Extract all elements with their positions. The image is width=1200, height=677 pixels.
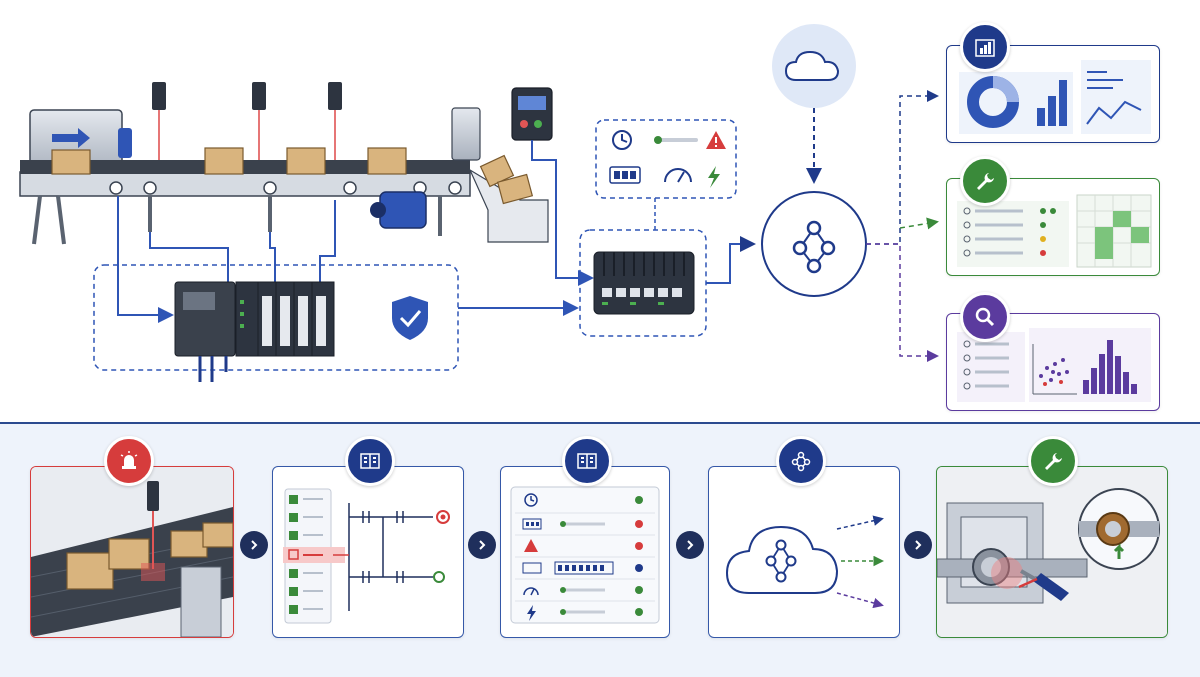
top-diagram	[19, 24, 939, 382]
magnifier-icon	[960, 292, 1010, 342]
gauge-icon	[523, 587, 539, 596]
bar-chart-icon	[960, 22, 1010, 72]
sensor-wiring	[117, 140, 756, 323]
digital-counter-icon	[522, 518, 542, 530]
analytics-dashboard-card[interactable]	[946, 45, 1160, 143]
warning-triangle-icon	[706, 131, 726, 149]
io-module-list	[283, 495, 345, 614]
wrench-icon	[960, 156, 1010, 206]
counter-display	[554, 561, 614, 575]
flow-next-icon	[240, 531, 268, 559]
flow-next-icon	[676, 531, 704, 559]
network-hub-icon	[776, 436, 826, 486]
digital-counter-icon	[522, 562, 542, 574]
histogram	[1083, 340, 1137, 394]
plc-enclosure	[93, 264, 459, 371]
flow-next-icon	[904, 531, 932, 559]
step-repair-card[interactable]	[936, 466, 1168, 638]
clock-icon	[524, 493, 538, 507]
schedule-grid	[1076, 194, 1152, 268]
step-cloud-route-card[interactable]	[708, 466, 900, 638]
lightning-icon	[527, 605, 536, 621]
network-hub-icon	[765, 539, 797, 583]
step-edge-data-card[interactable]	[500, 466, 670, 638]
status-slider	[654, 136, 698, 144]
bearing-zoom-inset	[1078, 488, 1160, 570]
clock-icon	[612, 130, 632, 150]
gauge-icon	[664, 168, 692, 183]
shield-check-icon	[392, 296, 428, 340]
screwdriver-icon	[1020, 569, 1069, 601]
result-list	[963, 340, 1009, 390]
warning-triangle-icon	[524, 539, 538, 552]
io-module-icon	[345, 436, 395, 486]
direction-arrow-icon	[52, 128, 90, 148]
maintenance-dashboard-card[interactable]	[946, 178, 1160, 276]
flow-next-icon	[468, 531, 496, 559]
ladder-logic	[333, 503, 433, 611]
donut-chart	[967, 76, 1019, 128]
plc-rack	[174, 281, 335, 382]
task-list	[963, 207, 1056, 257]
edge-gateway-device	[593, 251, 695, 315]
wrench-icon	[1028, 436, 1078, 486]
lightning-icon	[708, 166, 720, 188]
cloud-icon	[725, 525, 839, 594]
mini-bar-chart	[1037, 80, 1067, 126]
step-detect-card[interactable]	[30, 466, 234, 638]
digital-counter-icon	[609, 166, 641, 184]
cloud-icon	[772, 24, 856, 108]
step-plc-logic-card[interactable]	[272, 466, 464, 638]
siren-icon	[104, 436, 154, 486]
network-hub-icon	[761, 191, 867, 297]
scatter-plot	[1032, 344, 1077, 395]
io-module-icon	[562, 436, 612, 486]
edge-gateway-frame	[579, 229, 707, 337]
conveyor-system	[19, 82, 553, 245]
